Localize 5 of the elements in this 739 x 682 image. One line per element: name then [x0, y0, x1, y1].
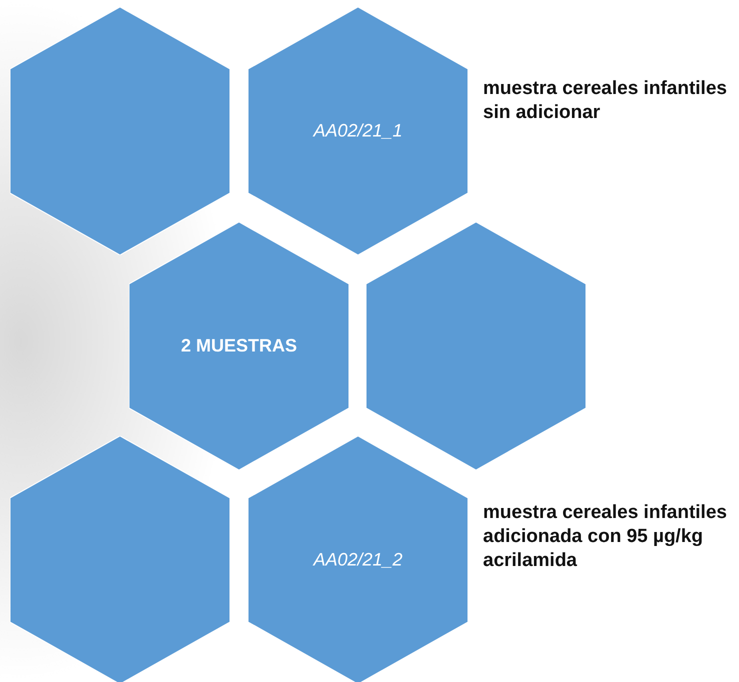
node-label: AA02/21_1 — [312, 120, 404, 142]
node-label: 2 MUESTRAS — [180, 336, 298, 356]
description-text: muestra cereales infantiles adicionada con 95 µg/kg acrilamida — [483, 501, 728, 572]
node-label: AA02/21_2 — [312, 550, 404, 570]
description-text: muestra cereales infantiles sin adicionar — [483, 77, 728, 124]
